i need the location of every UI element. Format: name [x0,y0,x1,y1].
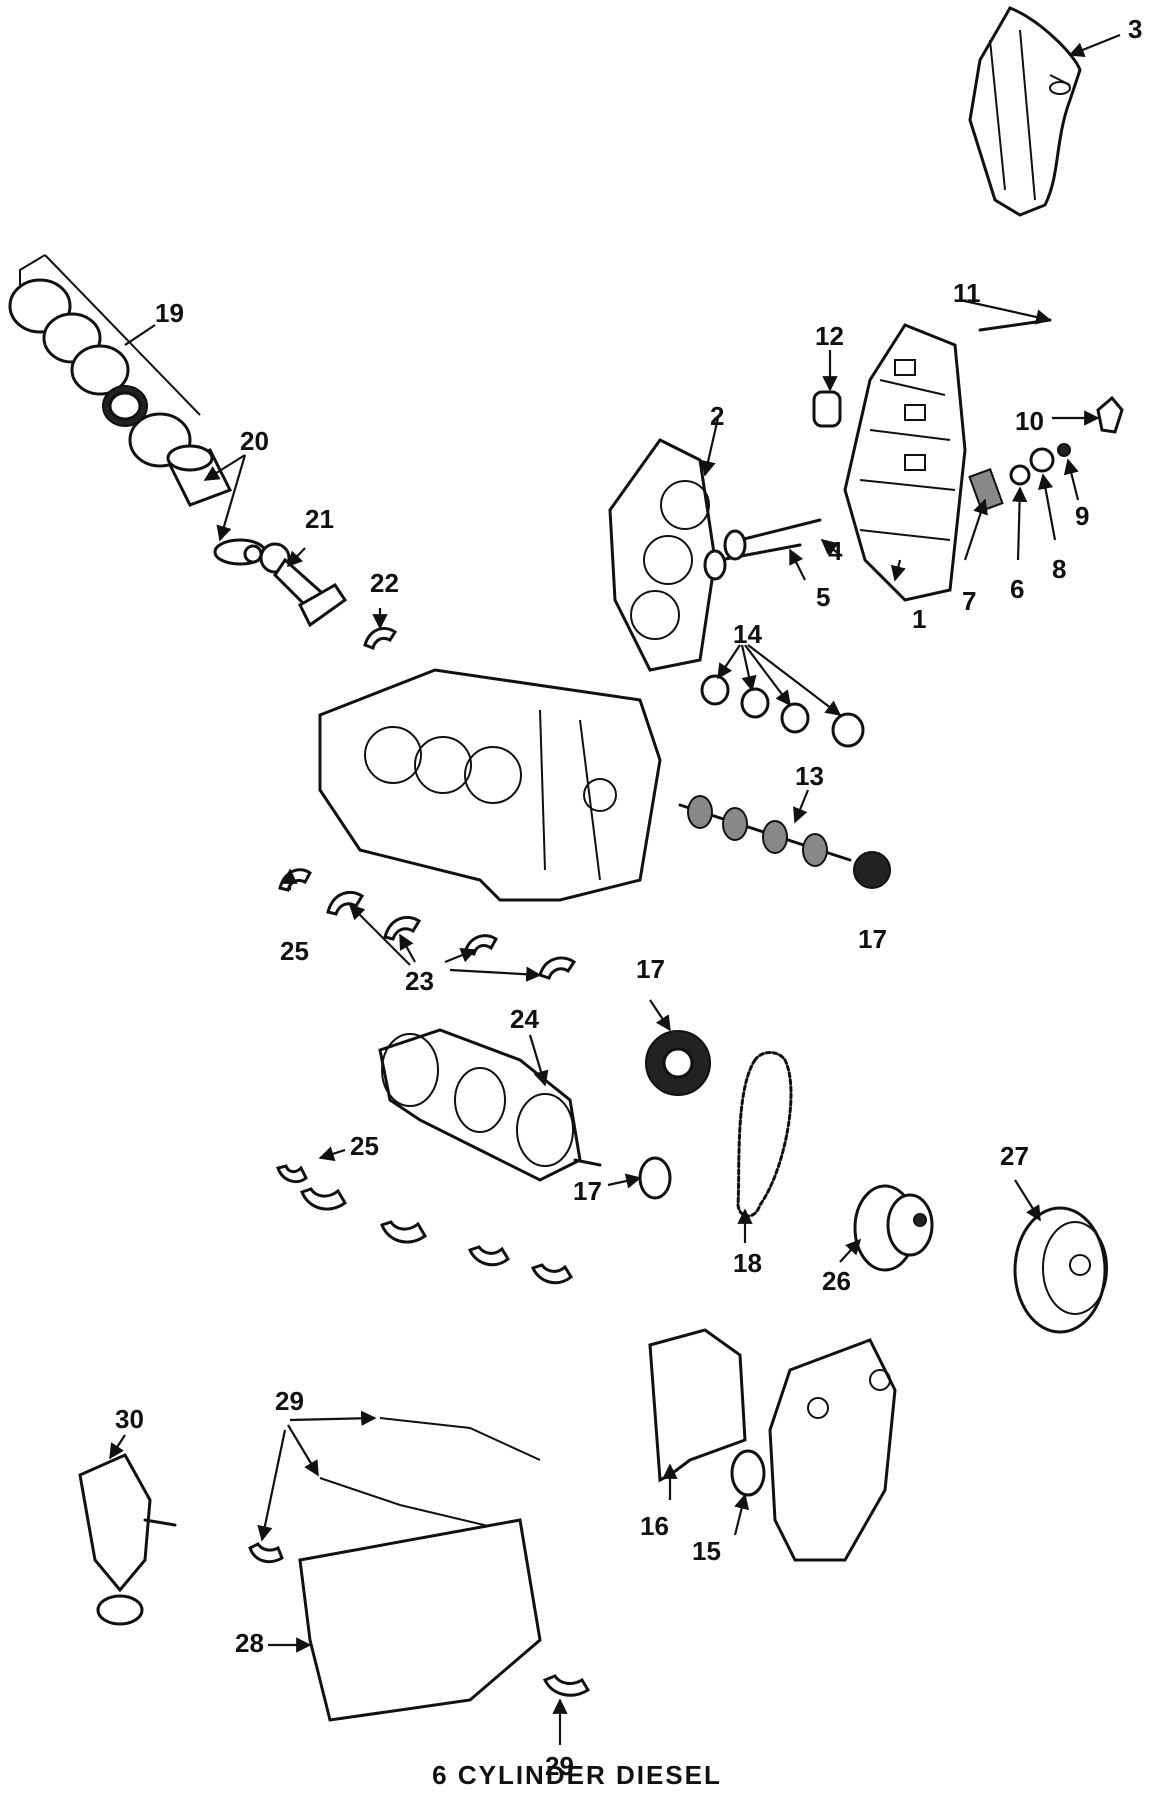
callout-15: 15 [692,1536,721,1566]
callout-5: 5 [816,582,830,612]
lower-main-bearings [276,1164,573,1285]
callout-24: 24 [510,1004,539,1034]
diagram-caption: 6 CYLINDER DIESEL [432,1760,722,1790]
oil-pan [298,1518,542,1722]
valve-spring [968,468,1004,512]
cylinder-head [843,323,967,602]
rod-bearing [363,627,398,650]
timing-chain [736,1051,793,1218]
valve-seal [1009,464,1031,486]
front-seal [730,1449,766,1497]
callout-18: 18 [733,1248,762,1278]
front-cover-gasket [648,1328,747,1483]
callout-8: 8 [1052,554,1066,584]
valve-cover [968,6,1082,217]
callout-7: 7 [962,586,976,616]
valve-intake [738,518,822,542]
callout-26: 26 [822,1266,851,1296]
callout-22: 22 [370,568,399,598]
callout-4: 4 [828,536,843,566]
callout-9: 9 [1075,501,1089,531]
callout-30: 30 [115,1404,144,1434]
oil-pan-gaskets [248,1417,591,1697]
callout-2: 2 [710,401,724,431]
oil-pump [78,1453,177,1626]
rocker-arm [1096,395,1124,434]
head-gasket [608,438,717,672]
callout-1: 1 [912,604,926,634]
callout-10: 10 [1015,406,1044,436]
callout-17a: 17 [858,924,887,954]
valve-retainer [1029,447,1055,473]
glow-plug [978,318,1052,332]
callout-21: 21 [305,504,334,534]
callout-23: 23 [405,966,434,996]
cam-gear [853,851,891,889]
callout-19: 19 [155,298,184,328]
callout-29b: 29 [545,1751,574,1781]
valve-lifter [812,390,842,428]
piston [166,444,267,566]
front-cover [768,1338,897,1562]
callout-12: 12 [815,321,844,351]
callout-labels: 1 2 3 4 5 6 7 8 9 10 11 12 13 14 15 16 1… [115,14,1142,1781]
callout-20: 20 [240,426,269,456]
piston-rings [8,254,201,468]
engine-block [318,668,662,902]
crank-gear [638,1156,672,1200]
callout-3: 3 [1128,14,1142,44]
callout-16: 16 [640,1511,669,1541]
callout-13: 13 [795,761,824,791]
callout-14: 14 [733,619,762,649]
cam-bearings [700,674,865,748]
valve-keeper [1057,443,1071,457]
callout-27: 27 [1000,1141,1029,1171]
leader-lines [109,33,1121,1745]
connecting-rod [259,542,348,628]
crank-pulley [1013,1206,1108,1334]
callout-25a: 25 [280,936,309,966]
callout-17b: 17 [636,954,665,984]
camshaft [678,795,852,867]
callout-11: 11 [953,278,981,308]
callout-28: 28 [235,1628,264,1658]
callout-29a: 29 [275,1386,304,1416]
callout-6: 6 [1010,574,1024,604]
callout-17c: 17 [573,1176,602,1206]
harmonic-balancer-hub [853,1184,934,1272]
crankshaft [378,1028,602,1182]
callout-25b: 25 [350,1131,379,1161]
